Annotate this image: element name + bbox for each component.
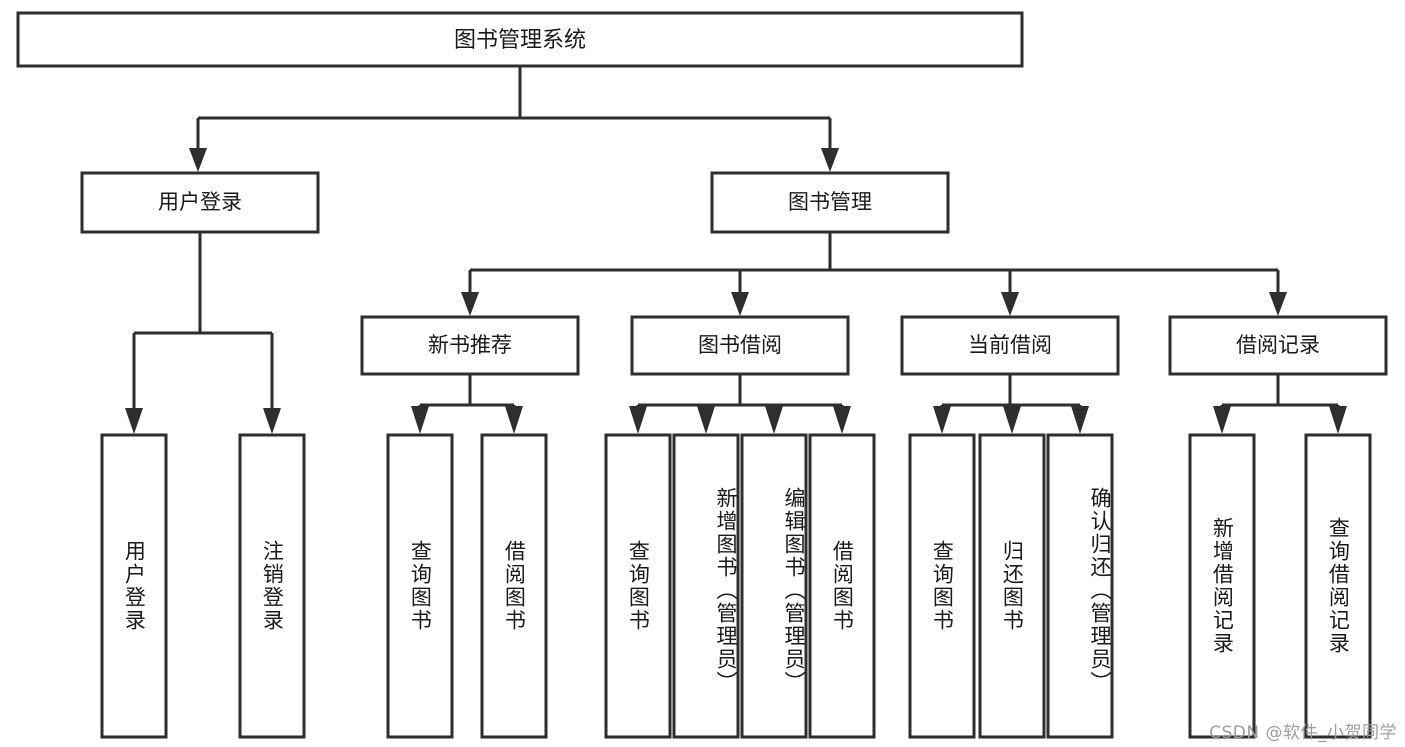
node-new-book-recommend-box[interactable]	[360, 315, 580, 376]
arrowhead-new-book-rec	[461, 292, 479, 316]
node-new-book-recommend-label: 新书推荐	[428, 333, 512, 357]
leaf-box-confirm-return-admin[interactable]	[1046, 433, 1114, 739]
node-book-management-box[interactable]	[710, 171, 950, 234]
arrowhead-newbook-leaf-1	[411, 406, 429, 434]
leaf-box-query-book-borrow[interactable]	[604, 433, 672, 739]
leaf-box-edit-book-admin[interactable]	[740, 433, 808, 739]
node-borrow-record-label: 借阅记录	[1236, 333, 1320, 357]
leaf-box-user-login[interactable]	[100, 433, 168, 739]
arrowhead-borrow-leaf-2	[697, 406, 715, 434]
node-borrow-record[interactable]: 借阅记录	[1168, 315, 1388, 376]
arrowhead-leaf-user-login	[125, 408, 143, 434]
arrowhead-leaf-logout	[263, 408, 281, 434]
arrowhead-newbook-leaf-2	[505, 406, 523, 434]
leaf-box-query-book-rec[interactable]	[386, 433, 454, 739]
node-book-management[interactable]: 图书管理	[710, 171, 950, 234]
node-user-login-box[interactable]	[80, 171, 320, 234]
arrowhead-user-login	[189, 148, 207, 172]
leaf-box-query-borrow-record[interactable]	[1304, 433, 1372, 739]
arrowhead-borrow-record	[1269, 292, 1287, 316]
node-root[interactable]: 图书管理系统	[16, 11, 1024, 68]
leaf-box-query-book-current[interactable]	[908, 433, 976, 739]
node-user-login-label: 用户登录	[158, 190, 242, 214]
arrowhead-current-borrow	[1001, 292, 1019, 316]
arrowhead-borrow-leaf-4	[833, 406, 851, 434]
arrowhead-book-borrow	[731, 292, 749, 316]
node-borrow-record-box[interactable]	[1168, 315, 1388, 376]
node-user-login[interactable]: 用户登录	[80, 171, 320, 234]
watermark-text: CSDN @软件_小贺同学	[1209, 723, 1397, 743]
node-root-label: 图书管理系统	[454, 28, 586, 53]
leaf-box-return-book[interactable]	[978, 433, 1046, 739]
connector-layer	[125, 66, 1347, 434]
arrowhead-current-leaf-3	[1071, 406, 1089, 434]
leaf-box-add-book-admin[interactable]	[672, 433, 740, 739]
node-book-borrow-box[interactable]	[630, 315, 850, 376]
node-current-borrow-box[interactable]	[900, 315, 1120, 376]
leaf-box-logout[interactable]	[238, 433, 306, 739]
leaf-boxes-layer	[100, 433, 1372, 739]
arrowhead-current-leaf-2	[1003, 406, 1021, 434]
leaf-box-add-borrow-record[interactable]	[1188, 433, 1256, 739]
node-book-borrow-label: 图书借阅	[698, 333, 782, 357]
node-root-box[interactable]	[16, 11, 1024, 68]
arrowhead-borrow-leaf-3	[765, 406, 783, 434]
node-current-borrow-label: 当前借阅	[968, 333, 1052, 357]
arrowhead-record-leaf-1	[1213, 406, 1231, 434]
node-new-book-recommend[interactable]: 新书推荐	[360, 315, 580, 376]
node-book-management-label: 图书管理	[788, 190, 872, 214]
node-book-borrow[interactable]: 图书借阅	[630, 315, 850, 376]
arrowhead-record-leaf-2	[1329, 406, 1347, 434]
arrowhead-book-mgmt	[821, 148, 839, 172]
leaf-box-borrow-book-rec[interactable]	[480, 433, 548, 739]
arrowhead-borrow-leaf-1	[629, 406, 647, 434]
node-current-borrow[interactable]: 当前借阅	[900, 315, 1120, 376]
leaf-box-borrow-book[interactable]	[808, 433, 876, 739]
arrowhead-current-leaf-1	[933, 406, 951, 434]
